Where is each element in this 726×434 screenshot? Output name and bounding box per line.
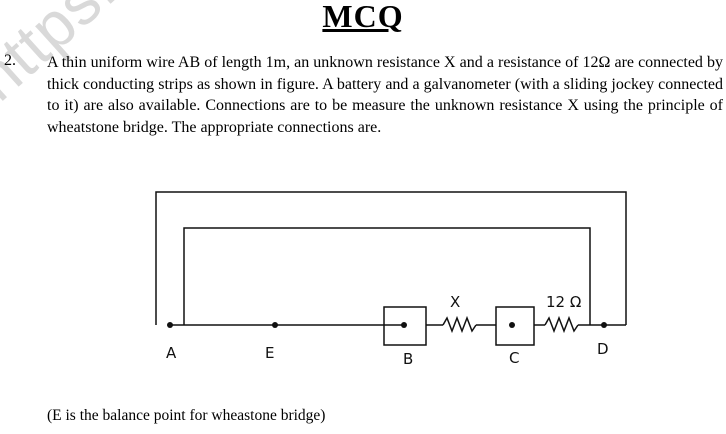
- strip-c: [495, 306, 535, 346]
- point-e: [272, 322, 278, 328]
- point-c: [509, 322, 515, 328]
- resistor-x: [442, 315, 477, 334]
- question-number: 2.: [4, 52, 16, 69]
- label-a: A: [166, 344, 177, 362]
- point-a: [167, 322, 173, 328]
- strip-b: [383, 306, 427, 346]
- label-x: X: [450, 293, 460, 311]
- label-d: D: [597, 340, 609, 358]
- resistor-12: [544, 315, 579, 334]
- label-c: C: [509, 349, 519, 367]
- point-d: [601, 322, 607, 328]
- page-title: MCQ: [322, 0, 404, 34]
- figure-caption: (E is the balance point for wheastone br…: [47, 407, 326, 424]
- outer-strip: [155, 191, 627, 325]
- point-b: [401, 322, 407, 328]
- question-text: A thin uniform wire AB of length 1m, an …: [47, 54, 723, 136]
- inner-strip: [183, 227, 591, 325]
- label-e: E: [265, 344, 274, 362]
- label-b: B: [403, 350, 413, 368]
- label-12-ohm: 12 Ω: [546, 293, 581, 311]
